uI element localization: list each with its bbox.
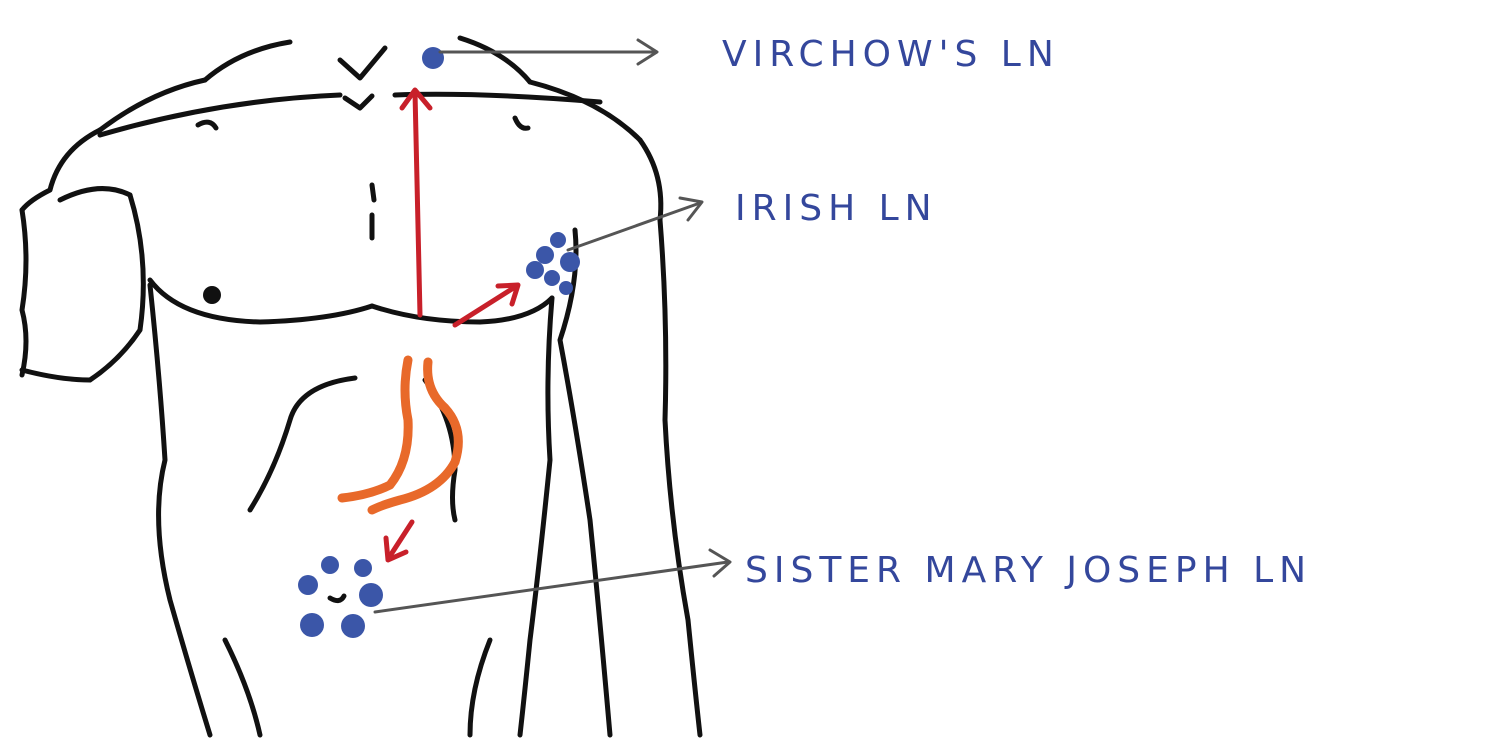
lower-abdomen-right bbox=[470, 640, 490, 735]
throat-v bbox=[340, 48, 385, 78]
nipple-left bbox=[203, 286, 221, 304]
umbilicus-mark bbox=[330, 596, 344, 601]
smj-node-dot bbox=[298, 575, 318, 595]
stomach bbox=[342, 360, 458, 510]
arm-left-inner bbox=[22, 195, 143, 380]
neck-left-line bbox=[205, 42, 290, 80]
pointer-sister-mary-joseph bbox=[375, 562, 728, 612]
arrow-to-sister-mary-joseph bbox=[390, 522, 412, 556]
irish-node-dot bbox=[550, 232, 566, 248]
smj-node-dot bbox=[341, 614, 365, 638]
arm-right-inner bbox=[560, 230, 610, 735]
deltoid-left bbox=[60, 189, 130, 200]
pointer-irish bbox=[568, 203, 700, 250]
sister-mary-joseph-node-cluster bbox=[298, 556, 383, 638]
irish-node-dot bbox=[544, 270, 560, 286]
irish-node-cluster bbox=[526, 232, 580, 295]
pectoral-left bbox=[150, 280, 372, 322]
irish-node-dot bbox=[536, 246, 554, 264]
sternum-dash-1 bbox=[372, 185, 374, 200]
torso-side-left bbox=[150, 285, 210, 735]
trapezius-right bbox=[530, 82, 640, 140]
pointer-arrows bbox=[375, 40, 730, 612]
irish-node-dot bbox=[559, 281, 573, 295]
chest-mark-left bbox=[198, 122, 216, 128]
neck-right-line bbox=[460, 38, 530, 82]
virchow-label: VIRCHOW'S LN bbox=[722, 34, 1060, 75]
virchow-node bbox=[422, 47, 444, 69]
arm-right-outer bbox=[660, 220, 700, 735]
ribcage-left bbox=[250, 378, 355, 510]
irish-node-dot bbox=[560, 252, 580, 272]
shoulder-right bbox=[640, 140, 661, 220]
irish-label: IRISH LN bbox=[735, 188, 938, 229]
chest-mark-right bbox=[515, 118, 528, 128]
virchow-node-dot bbox=[422, 47, 444, 69]
irish-node-dot bbox=[526, 261, 544, 279]
smj-node-dot bbox=[300, 613, 324, 637]
sister-mary-joseph-label: SISTER MARY JOSEPH LN bbox=[745, 550, 1312, 591]
smj-node-dot bbox=[354, 559, 372, 577]
clavicle-left bbox=[100, 95, 340, 135]
arm-left-outer bbox=[22, 210, 26, 375]
arrow-to-virchow bbox=[415, 92, 420, 315]
lower-abdomen-left bbox=[225, 640, 260, 735]
smj-node-dot bbox=[359, 583, 383, 607]
smj-node-dot bbox=[321, 556, 339, 574]
torso-side-right bbox=[520, 298, 552, 735]
sternal-notch bbox=[345, 96, 372, 108]
